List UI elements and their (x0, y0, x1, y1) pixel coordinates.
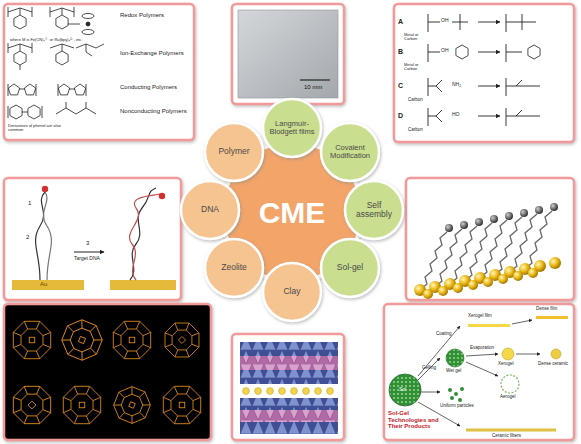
method-circle: Covalent Modification (319, 121, 381, 183)
panel-label: Dense film (536, 307, 557, 312)
method-label: Self assembly (343, 179, 405, 241)
panel-label: NH₂ (452, 82, 461, 88)
method-circle: Clay (261, 261, 323, 323)
panel-label: Ion-Exchange Polymers (120, 50, 184, 57)
panel-label: C (398, 82, 403, 90)
panel-label: HO (452, 112, 460, 118)
panel-label: Aerogel (500, 395, 516, 400)
method-label: Covalent Modification (319, 121, 381, 183)
method-label: Polymer (203, 121, 265, 183)
panel-label: 1 (28, 200, 31, 207)
panel-label: Wet gel (446, 369, 461, 374)
panel-label: Uniform particles (440, 404, 474, 409)
panel-label: 3 (86, 240, 89, 247)
panel-label: Target DNA (74, 256, 100, 262)
zeolite-frameworks (6, 316, 206, 432)
panel-label: Nonconducting Polymers (120, 108, 187, 115)
panel-label: 2 (26, 234, 29, 241)
panel-label: Gelling (422, 366, 436, 371)
panel-label: Coating (436, 332, 452, 337)
panel-label: B (398, 48, 403, 56)
panel-label: Sol (399, 387, 406, 393)
panel-frames (4, 4, 574, 440)
panel-label: Au (40, 281, 47, 288)
clay-layers (240, 342, 338, 434)
panel-label: Carbon (408, 98, 423, 103)
panel-label: Metal or Carbon (404, 33, 430, 42)
sol-gel-scheme (389, 316, 568, 430)
panel-label: Xerogel (498, 362, 514, 367)
panel-label: A (398, 18, 403, 26)
method-label: Sol-gel (319, 237, 381, 299)
dna-sensor (12, 186, 176, 290)
self-assembled-monolayer (414, 203, 561, 299)
panel-label: OH (441, 48, 449, 54)
reaction-schemes (428, 14, 540, 126)
panel-label: Carbon (408, 128, 423, 133)
method-circle: Zeolite (203, 237, 265, 299)
panel-label: OH (441, 18, 449, 24)
panel-label: Sol-Gel Technologies and Their Products (388, 410, 446, 430)
panel-label: Dense ceramic (538, 362, 568, 367)
panel-label: D (398, 112, 403, 120)
method-label: Langmuir-Blodgett films (261, 97, 323, 159)
method-label: Clay (261, 261, 323, 323)
method-circle: Sol-gel (319, 237, 381, 299)
method-label: DNA (179, 179, 241, 241)
method-label: Zeolite (203, 237, 265, 299)
panel-label: Redox Polymers (120, 12, 164, 19)
panel-label: where M is Fe(CN)₆³⁻ or Ru(bpy)₃²⁺, etc. (10, 38, 82, 42)
polymer-structures (8, 7, 104, 119)
panel-label: Evaporation (470, 346, 494, 351)
method-circle: Langmuir-Blodgett films (261, 97, 323, 159)
method-circle: Self assembly (343, 179, 405, 241)
electrode-photo (238, 10, 338, 98)
panel-label: Derivatives of phenol are also common (8, 124, 68, 133)
panel-label: Xerogel film (468, 314, 492, 319)
panel-label: Metal or Carbon (404, 63, 430, 72)
panel-label: Conducting Polymers (120, 84, 177, 91)
panel-label: 10 mm (304, 84, 322, 91)
method-circle: Polymer (203, 121, 265, 183)
panel-label: Ceramic fibers (492, 434, 521, 439)
method-circle: DNA (179, 179, 241, 241)
